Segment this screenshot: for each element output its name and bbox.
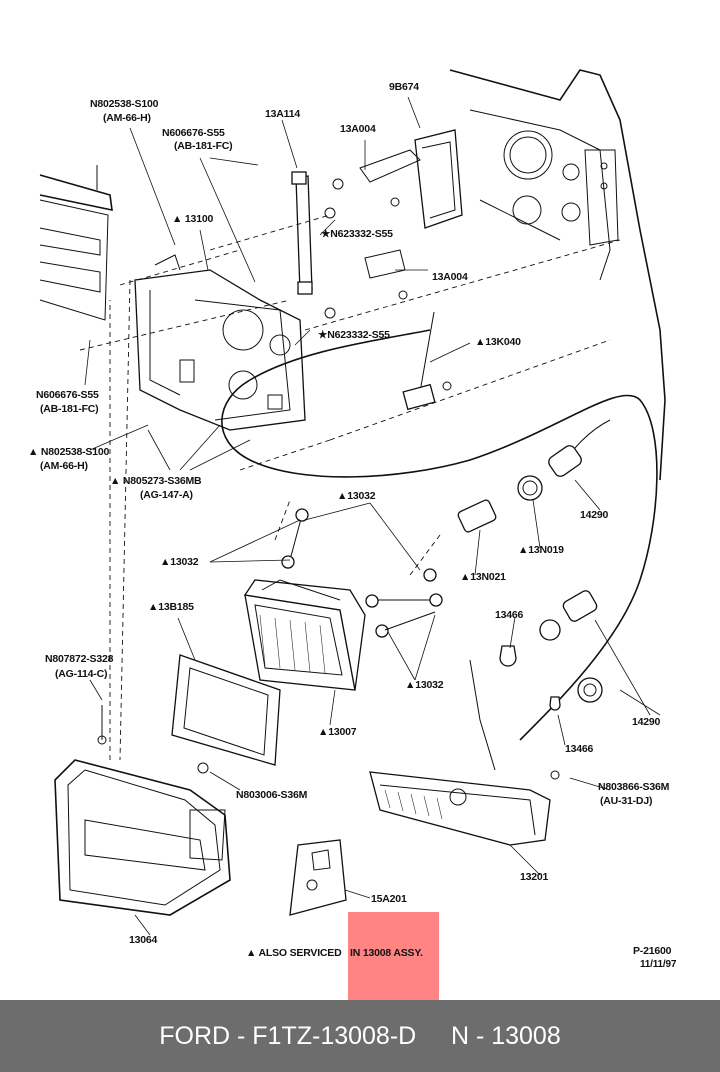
drawing-date: 11/11/97 xyxy=(640,959,677,970)
callout-n807872-sub: (AG-114-C) xyxy=(55,668,107,680)
callout-13064: 13064 xyxy=(129,934,158,946)
callout-n805273-sub: (AG-147-A) xyxy=(140,489,193,501)
callout-13100: ▲ 13100 xyxy=(172,213,213,225)
exploded-parts-diagram: N802538-S100 (AM-66-H) 13A114 9B674 N606… xyxy=(28,69,677,970)
note-overlay: ▲ ALSO SERVICED IN 13008 ASSY. xyxy=(246,947,423,959)
callout-13007: ▲13007 xyxy=(318,726,357,738)
side-marker-lens xyxy=(289,839,347,916)
service-note-suffix: IN 13008 ASSY. xyxy=(350,947,423,959)
headlamp-mounting-bracket xyxy=(134,254,306,431)
callout-14290-bottom: 14290 xyxy=(632,716,661,728)
callout-13b185: ▲13B185 xyxy=(148,601,194,613)
callout-n623332-b: ★N623332-S55 xyxy=(318,329,390,341)
headlamp-bezel-frame xyxy=(171,654,281,766)
highlight-box xyxy=(348,912,439,1000)
leader-lines xyxy=(84,96,661,936)
callout-13032-top: ▲13032 xyxy=(337,490,376,502)
callout-13n021: ▲13N021 xyxy=(460,571,506,583)
parking-lamp xyxy=(369,770,560,846)
reference-lines xyxy=(79,214,621,761)
callout-15a201: 15A201 xyxy=(371,893,407,905)
callout-n803006: N803006-S36M xyxy=(236,789,308,801)
callout-n805273: ▲ N805273-S36MB xyxy=(110,475,202,487)
headlamp-assembly xyxy=(243,579,366,691)
callout-9b674: 9B674 xyxy=(389,81,419,93)
callout-13032-bottom: ▲13032 xyxy=(405,679,444,691)
callout-13201: 13201 xyxy=(520,871,549,883)
callout-13k040: ▲13K040 xyxy=(475,336,521,348)
headlamp-adjuster xyxy=(402,311,452,411)
drawing-number: P-21600 xyxy=(633,945,672,957)
grille-fragment xyxy=(39,165,113,321)
footer-part-number-text: FORD - F1TZ-13008-D N - 13008 xyxy=(159,1022,561,1050)
adjusting-screws xyxy=(281,508,443,638)
callout-13466-bottom: 13466 xyxy=(565,743,594,755)
callout-13a004-mid: 13A004 xyxy=(432,271,468,283)
callout-n802538-left: ▲ N802538-S100 xyxy=(28,446,110,458)
callout-n802538-left-sub: (AM-66-H) xyxy=(40,460,88,472)
callout-labels: N802538-S100 (AM-66-H) 13A114 9B674 N606… xyxy=(28,81,677,970)
callout-13a004-top: 13A004 xyxy=(340,123,376,135)
callout-n606676-left: N606676-S55 xyxy=(36,389,99,401)
callout-n802538-top: N802538-S100 xyxy=(90,98,159,110)
service-note-prefix: ▲ ALSO SERVICED xyxy=(246,947,342,959)
callout-n623332-a: ★N623332-S55 xyxy=(321,228,393,240)
callout-13032-left: ▲13032 xyxy=(160,556,199,568)
callout-14290-top: 14290 xyxy=(580,509,609,521)
bulb-socket-connectors xyxy=(457,445,603,711)
radiator-support-bracket xyxy=(291,171,313,295)
grille-bezel xyxy=(54,705,231,916)
side-lamp-housing xyxy=(324,129,463,319)
callout-n802538-top-sub: (AM-66-H) xyxy=(103,112,151,124)
callout-n606676-left-sub: (AB-181-FC) xyxy=(40,403,98,415)
callout-n803866: N803866-S36M xyxy=(598,781,670,793)
callout-n606676-top-sub: (AB-181-FC) xyxy=(174,140,232,152)
callout-13n019: ▲13N019 xyxy=(518,544,564,556)
callout-13a114: 13A114 xyxy=(265,108,300,120)
callout-13466-top: 13466 xyxy=(495,609,524,621)
fender-body-panel xyxy=(449,69,666,481)
part-number-footer: FORD - F1TZ-13008-D N - 13008 xyxy=(0,1000,720,1072)
callout-n803866-sub: (AU-31-DJ) xyxy=(600,795,652,807)
callout-n606676-top: N606676-S55 xyxy=(162,127,225,139)
callout-n807872: N807872-S328 xyxy=(45,653,114,665)
